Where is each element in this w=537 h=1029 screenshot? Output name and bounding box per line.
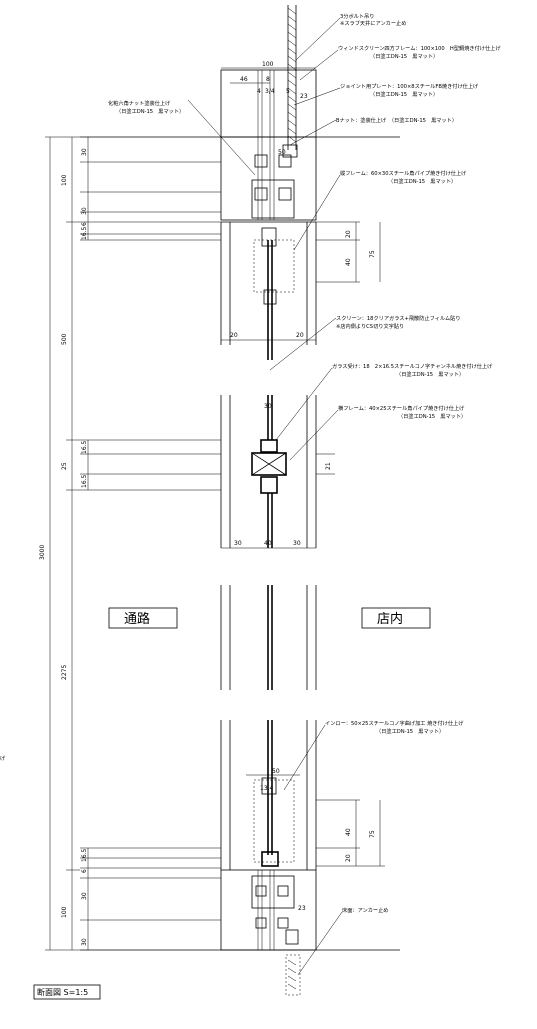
scale-label: 断面図 S=1:5 xyxy=(37,987,88,997)
dim-text: 16.5 xyxy=(81,474,88,488)
vertical-frame-upper xyxy=(220,222,317,360)
dim-text: 100 xyxy=(61,174,68,186)
passage-label: 通路 xyxy=(124,611,150,627)
note-hex-bolt-2: （日塗工DN-15 黒マット） xyxy=(116,107,184,115)
dim-text: 50 xyxy=(278,149,286,156)
dim-text: 16.5 xyxy=(81,226,88,240)
dim-text: 30 xyxy=(293,540,301,547)
dim-text: 20 xyxy=(345,854,352,862)
note-glass-holder: ガラス受け：18 2×16.5スチールコノ字チャンネル焼き付け仕上げ xyxy=(332,362,493,370)
dim-text: 30 xyxy=(81,892,88,900)
dim-text: 500 xyxy=(61,333,68,345)
dim-text: 25 xyxy=(61,462,68,470)
note-inlet-2: （日塗工DN-15 黒マット） xyxy=(376,727,444,735)
dim-text: 8 xyxy=(266,76,270,83)
note-joint-plate-2: （日塗工DN-15 黒マット） xyxy=(370,90,438,98)
dim-text: 30 xyxy=(264,403,272,410)
dim-text: 20 xyxy=(345,230,352,238)
note-screen-2: ※店内側よりCS切り文字貼り xyxy=(336,322,404,330)
note-screen: スクリーン：18クリアガラス+飛散防止フィルム貼り xyxy=(336,314,461,322)
dim-text: 16.5 xyxy=(81,848,88,862)
dim-text: 2275 xyxy=(61,665,68,680)
scale-label-box xyxy=(33,984,101,1000)
note-joint-plate: ジョイント用プレート：100×8スチールFB焼き付け仕上げ xyxy=(340,82,479,90)
dim-text: 4 xyxy=(257,88,261,95)
note-floor: 床面：アンカー止め xyxy=(342,906,388,914)
passage-label-box xyxy=(108,607,178,629)
dim-text: 50 xyxy=(272,768,280,775)
note-nut: Bナット：塗装仕上げ （日塗工DN-15 黒マット） xyxy=(336,116,457,124)
dim-text: 75 xyxy=(369,830,376,838)
top-bolt xyxy=(287,5,297,150)
dim-text: 30 xyxy=(81,938,88,946)
dim-text: 3/4 xyxy=(265,88,275,95)
note-horizontal-frame: 横フレーム：40×25スチール角パイプ焼き付け仕上げ xyxy=(338,404,465,412)
horizontal-frame-joint xyxy=(220,395,317,548)
store-label: 店内 xyxy=(377,611,403,627)
note-bolt-2: ※スラブ天井にアンカー止め xyxy=(340,19,406,27)
note-bolt: 3分ボルト吊り xyxy=(340,12,374,20)
dim-text: 100 xyxy=(262,61,274,68)
dim-text: 23 xyxy=(300,93,308,100)
dim-text: 30 xyxy=(81,207,88,215)
dim-text: 100 xyxy=(61,906,68,918)
note-vertical-frame-2: （日塗工DN-15 黒マット） xyxy=(388,177,456,185)
left-dimensions xyxy=(45,136,89,951)
dim-text: 40 xyxy=(345,828,352,836)
top-h-frame xyxy=(220,69,317,223)
bottom-anchor xyxy=(285,954,301,996)
margin-mark: げ xyxy=(0,754,6,762)
vertical-frame-lower xyxy=(220,720,317,870)
dim-text: 6 xyxy=(81,869,88,873)
note-glass-holder-2: （日塗工DN-15 黒マット） xyxy=(396,370,464,378)
dim-text: 20 xyxy=(230,332,238,339)
note-inlet: インロー：50×25スチールコノ字曲げ加工 焼き付け仕上げ xyxy=(325,719,464,727)
dim-text: 6 xyxy=(81,222,88,226)
vertical-frame-middle xyxy=(220,585,317,690)
dim-text: 30 xyxy=(234,540,242,547)
dim-text: 3000 xyxy=(39,545,46,560)
leader-lines xyxy=(187,17,343,976)
dim-text: 5 xyxy=(286,88,290,95)
dim-text: 21 xyxy=(325,462,332,470)
dim-text: 13.4 xyxy=(260,785,274,792)
note-window-frame: ウィンドスクリーン四方フレーム：100×100 H型鋼焼き付け仕上げ xyxy=(338,44,501,52)
note-horizontal-frame-2: （日塗工DN-15 黒マット） xyxy=(398,412,466,420)
dim-text: 20 xyxy=(296,332,304,339)
dim-text: 40 xyxy=(345,258,352,266)
dim-text: 16.5 xyxy=(81,440,88,454)
dim-text: 46 xyxy=(240,76,248,83)
note-hex-bolt: 化粧六角ナット塗装仕上げ xyxy=(108,99,171,107)
store-label-box xyxy=(361,607,431,629)
note-vertical-frame: 縦フレーム：60×30スチール角パイプ焼き付け仕上げ xyxy=(340,169,467,177)
dim-text: 23 xyxy=(298,905,306,912)
dim-text: 40 xyxy=(264,540,272,547)
note-window-frame-2: （日塗工DN-15 黒マット） xyxy=(370,52,438,60)
dim-text: 75 xyxy=(369,250,376,258)
dim-text: 30 xyxy=(81,148,88,156)
